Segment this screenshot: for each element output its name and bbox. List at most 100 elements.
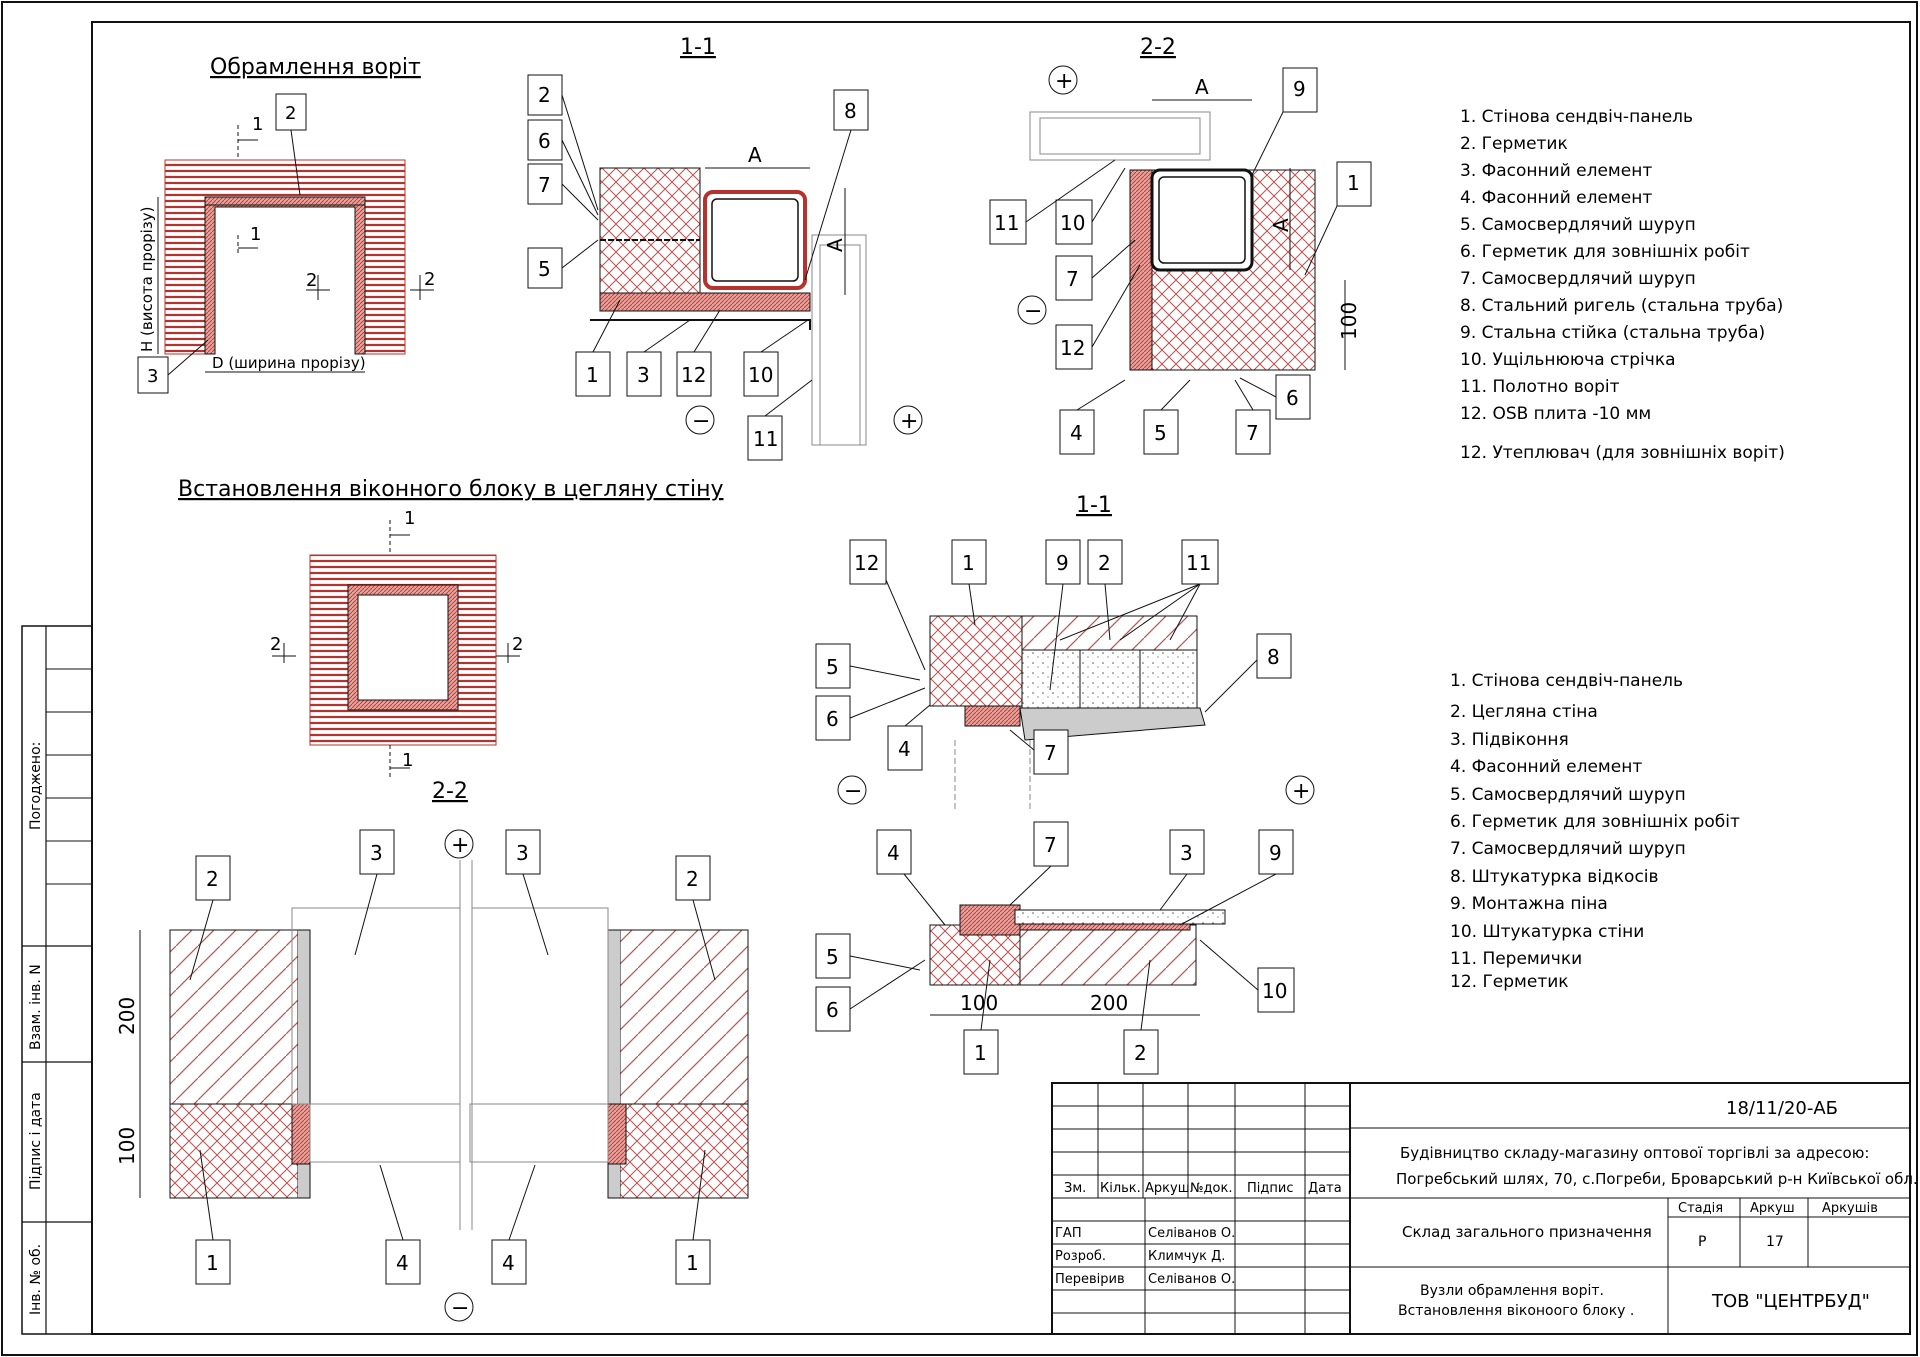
dim-A-2: A — [823, 238, 847, 252]
dim-100-gate: 100 — [1337, 302, 1361, 340]
callout-w11-12: 12 — [854, 551, 879, 575]
tb-hdr-stadia: Стадія — [1678, 1201, 1723, 1216]
callout-w22-4b: 4 — [502, 1251, 515, 1275]
tb-hdr-arkush2: Аркуш — [1750, 1201, 1795, 1216]
callout-11-12: 12 — [681, 363, 706, 387]
callout-w11-2: 2 — [1098, 551, 1111, 575]
callout-22-11: 11 — [994, 211, 1019, 235]
mark-gate-2b: 2 — [424, 269, 435, 290]
legend-win-5: 5. Самосвердлячий шуруп — [1450, 785, 1686, 805]
tb-name-3: Селіванов О. — [1148, 1272, 1235, 1287]
tb-hdr-kilk: Кільк. — [1100, 1181, 1141, 1196]
callout-w11-10: 10 — [1262, 979, 1287, 1003]
tb-role-1: ГАП — [1055, 1226, 1082, 1241]
tb-hdr-pidpys: Підпис — [1247, 1181, 1293, 1196]
mark-win-2a: 2 — [270, 634, 281, 655]
callout-w11-7a: 7 — [1044, 741, 1057, 765]
minus-sign-1 — [685, 405, 715, 435]
legend-win-4: 4. Фасонний елемент — [1450, 757, 1642, 777]
legend-gate-10: 10. Ущільнююча стрічка — [1460, 350, 1676, 370]
callout-w22-2b: 2 — [686, 867, 699, 891]
tb-name-1: Селіванов О. — [1148, 1226, 1235, 1241]
tb-stadia: Р — [1698, 1234, 1706, 1250]
callout-w22-1a: 1 — [206, 1251, 219, 1275]
tb-arkush: 17 — [1766, 1234, 1784, 1250]
callout-11-2: 2 — [538, 83, 551, 107]
legend-gate-1: 1. Стінова сендвіч-панель — [1460, 107, 1693, 127]
svg-text:+: + — [1292, 779, 1310, 804]
callout-11-7: 7 — [538, 173, 551, 197]
tb-role-3: Перевірив — [1055, 1272, 1125, 1287]
dim-200-win: 200 — [1090, 991, 1128, 1015]
callout-w22-3a: 3 — [370, 841, 383, 865]
tb-project-2: Погребський шлях, 70, с.Погреби, Броварс… — [1396, 1170, 1918, 1188]
callout-w11-1: 1 — [962, 551, 975, 575]
tb-hdr-ndok: №док. — [1190, 1181, 1232, 1196]
callout-11-3: 3 — [637, 363, 650, 387]
callout-w11-4b: 4 — [887, 841, 900, 865]
plus-sign-3 — [444, 829, 474, 859]
legend-gate-12: 12. OSB плита -10 мм — [1460, 404, 1651, 424]
svg-text:−: − — [692, 409, 710, 434]
title-win-1-1: 1-1 — [1076, 493, 1112, 518]
tb-hdr-data: Дата — [1308, 1181, 1342, 1196]
plus-sign-4 — [1285, 775, 1315, 805]
svg-text:−: − — [451, 1296, 469, 1321]
callout-22-7b: 7 — [1246, 421, 1259, 445]
callout-22-12: 12 — [1060, 336, 1085, 360]
legend-win-12: 12. Герметик — [1450, 972, 1569, 992]
gate-section-2-2: 2-2 A A 100 9 1 11 10 7 12 4 5 7 6 — [989, 35, 1372, 455]
plus-sign-2 — [1048, 65, 1078, 95]
legend-win-11: 11. Перемички — [1450, 949, 1582, 969]
svg-text:−: − — [844, 779, 862, 804]
legend-gate-3: 3. Фасонний елемент — [1460, 161, 1652, 181]
dim-100-left: 100 — [115, 1127, 139, 1165]
svg-text:−: − — [1024, 299, 1042, 324]
callout-w11-1b: 1 — [974, 1041, 987, 1065]
callout-11-5: 5 — [538, 257, 551, 281]
legend-win-1: 1. Стінова сендвіч-панель — [1450, 671, 1683, 691]
window-elevation: Встановлення віконного блоку в цегляну с… — [178, 477, 724, 780]
callout-22-9: 9 — [1293, 77, 1306, 101]
mark-gate-1a: 1 — [252, 114, 263, 135]
legend-gate-13: 12. Утеплювач (для зовнішніх воріт) — [1460, 443, 1785, 463]
dim-200-left: 200 — [115, 997, 139, 1035]
mark-gate-1b: 1 — [250, 224, 261, 245]
callout-w11-8: 8 — [1267, 645, 1280, 669]
legend-gate-5: 5. Самосвердлячий шуруп — [1460, 215, 1696, 235]
stamp-inv-no: Взам. інв. N — [28, 964, 44, 1050]
legend-gate: 1. Стінова сендвіч-панель 2. Герметик 3.… — [1460, 107, 1785, 463]
dim-width: D (ширина прорізу) — [212, 354, 366, 372]
callout-11-11: 11 — [753, 427, 778, 451]
stamp-agreed: Погоджено: — [28, 742, 44, 830]
dim-A-3: A — [1195, 75, 1209, 99]
title-win-2-2: 2-2 — [432, 779, 468, 804]
title-gate-2-2: 2-2 — [1140, 35, 1176, 60]
minus-sign-2 — [1017, 295, 1047, 325]
callout-w11-7b: 7 — [1044, 833, 1057, 857]
callout-11-8: 8 — [844, 99, 857, 123]
callout-w11-5b: 5 — [826, 945, 839, 969]
dim-A-1: A — [748, 143, 762, 167]
title-window-install: Встановлення віконного блоку в цегляну с… — [178, 477, 724, 502]
callout-22-7: 7 — [1066, 267, 1079, 291]
callout-w11-11: 11 — [1186, 551, 1211, 575]
tb-hdr-arkushiv: Аркушів — [1822, 1201, 1878, 1216]
callout-w11-9: 9 — [1056, 551, 1069, 575]
gate-section-1-1: 1-1 A A 2 6 7 5 8 1 3 12 10 11 — [527, 35, 923, 461]
window-section-2-2: 2-2 200 100 2 3 3 2 1 4 4 — [115, 779, 749, 1322]
title-gate-framing: Обрамлення воріт — [210, 55, 421, 80]
svg-text:+: + — [1055, 69, 1073, 94]
tb-building: Склад загального призначення — [1402, 1223, 1652, 1241]
stamp-sign-date: Підпис і дата — [28, 1092, 44, 1190]
tb-role-2: Розроб. — [1055, 1249, 1106, 1264]
dim-A-4: A — [1269, 218, 1293, 232]
legend-gate-4: 4. Фасонний елемент — [1460, 188, 1652, 208]
callout-22-4: 4 — [1070, 421, 1083, 445]
tb-sheet-title-1: Вузли обрамлення воріт. — [1420, 1283, 1604, 1299]
legend-gate-7: 7. Самосвердлячий шуруп — [1460, 269, 1696, 289]
stamp-inv-orig: Інв. № об. — [28, 1244, 44, 1315]
callout-22-1: 1 — [1347, 171, 1360, 195]
legend-win-10: 10. Штукатурка стіни — [1450, 922, 1644, 942]
legend-win-6: 6. Герметик для зовнішніх робіт — [1450, 812, 1740, 832]
